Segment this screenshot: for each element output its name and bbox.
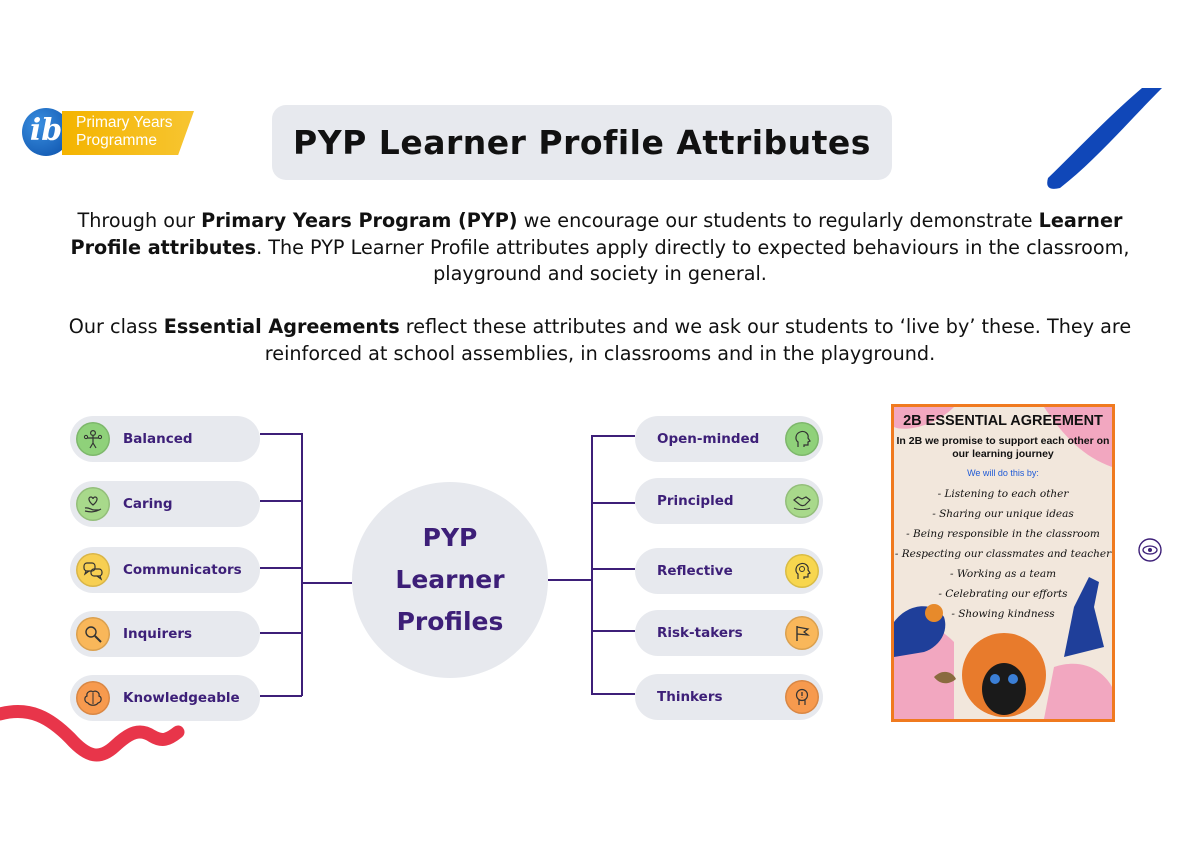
profile-label: Open-minded [657,431,760,447]
logo-line1: Primary Years [76,114,173,131]
profile-principled: Principled [635,478,823,524]
essential-agreement-poster: 2B ESSENTIAL AGREEMENT In 2B we promise … [891,404,1115,722]
profile-label: Thinkers [657,689,723,705]
list-item: - Respecting our classmates and teacher [894,548,1112,560]
profile-label: Risk-takers [657,625,743,641]
thinking-head-icon [785,680,819,714]
intro-paragraph: Through our Primary Years Program (PYP) … [60,208,1140,288]
eye-icon [1138,538,1162,562]
profile-knowledgeable: Knowledgeable [70,675,260,721]
page-title: PYP Learner Profile Attributes [293,123,871,162]
profile-balanced: Balanced [70,416,260,462]
title-box: PYP Learner Profile Attributes [272,105,892,180]
agreements-text-1: Our class [68,315,164,338]
center-line1: PYP [422,523,478,552]
list-item: - Sharing our unique ideas [932,508,1074,520]
list-item: - Celebrating our efforts [938,588,1068,600]
profile-inquirers: Inquirers [70,611,260,657]
poster-subtitle: In 2B we promise to support each other o… [896,435,1110,460]
profile-label: Balanced [123,431,193,447]
heart-hand-icon [76,487,110,521]
poster-intro: We will do this by: [967,468,1039,478]
list-item: - Showing kindness [951,608,1055,620]
poster-illustration [894,407,1112,719]
profile-open-minded: Open-minded [635,416,823,462]
profile-thinkers: Thinkers [635,674,823,720]
profile-label: Communicators [123,562,242,578]
poster-list: - Listening to each other - Sharing our … [894,484,1112,624]
magnifier-icon [76,617,110,651]
handshake-icon [785,484,819,518]
logo-band [62,111,194,155]
red-wave-decoration [0,705,185,762]
center-circle: PYP Learner Profiles [352,482,548,678]
center-line2: Learner [395,565,505,594]
list-item: - Listening to each other [937,488,1069,500]
intro-bold-1: Primary Years Program (PYP) [201,209,518,232]
list-item: - Working as a team [949,568,1057,580]
brain-icon [76,681,110,715]
flag-icon [785,616,819,650]
agreements-text-2: reflect these attributes and we ask our … [264,315,1132,365]
agreements-paragraph: Our class Essential Agreements reflect t… [60,314,1140,367]
speech-bubbles-icon [76,553,110,587]
profile-reflective: Reflective [635,548,823,594]
intro-text-1: Through our [77,209,202,232]
agreements-bold-1: Essential Agreements [163,315,400,338]
lightbulb-head-icon [785,554,819,588]
open-head-icon [785,422,819,456]
profile-risk-takers: Risk-takers [635,610,823,656]
profile-label: Caring [123,496,173,512]
ib-pyp-logo: ib Primary Years Programme [22,108,194,158]
profile-label: Inquirers [123,626,193,642]
center-line3: Profiles [396,607,504,636]
intro-text-2: we encourage our students to regularly d… [517,209,1039,232]
blue-brush-stroke-decoration [1047,88,1162,189]
intro-text-3: . The PYP Learner Profile attributes app… [256,235,1130,286]
profile-communicators: Communicators [70,547,260,593]
logo-line2: Programme [76,132,157,149]
intro-bold-2: Learner Profile attributes [70,209,1123,259]
list-item: - Being responsible in the classroom [906,528,1100,540]
poster-title: 2B ESSENTIAL AGREEMENT [903,413,1103,429]
profile-label: Knowledgeable [123,690,240,706]
balance-figure-icon [76,422,110,456]
profile-caring: Caring [70,481,260,527]
profile-label: Reflective [657,563,733,579]
profile-label: Principled [657,493,734,509]
